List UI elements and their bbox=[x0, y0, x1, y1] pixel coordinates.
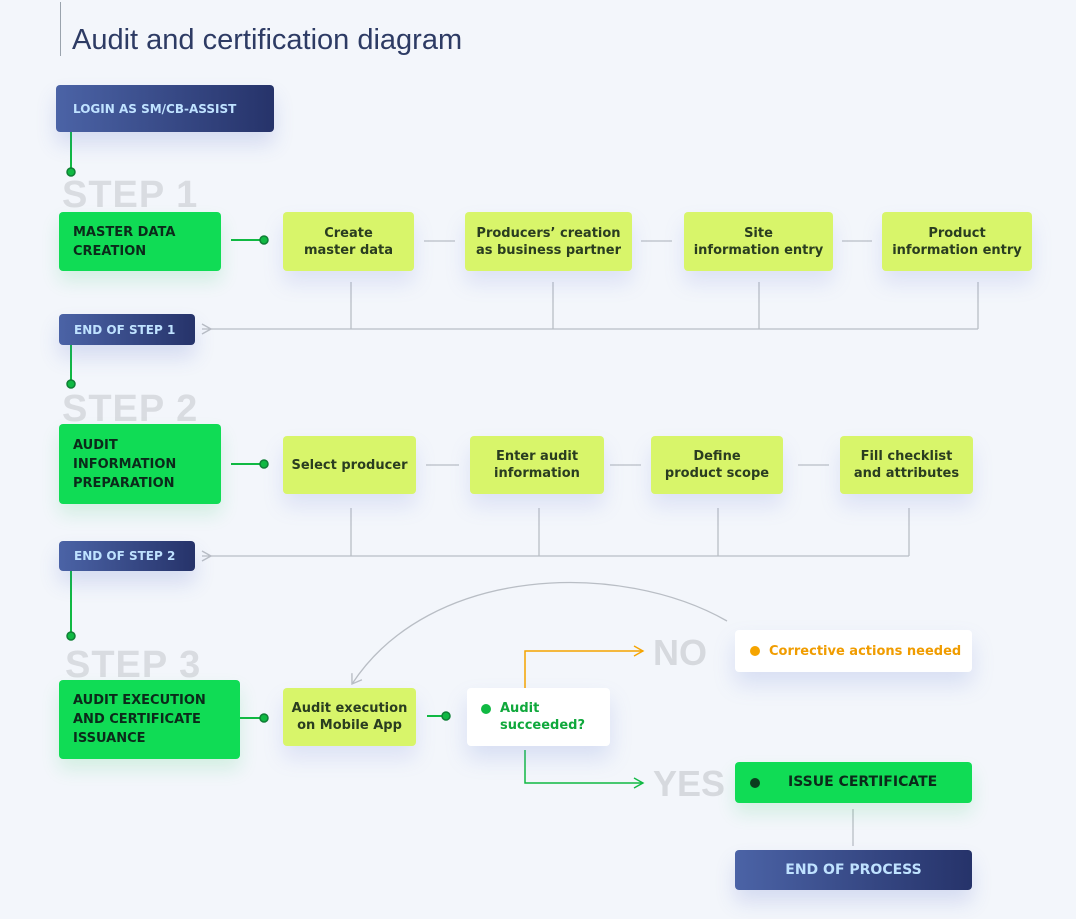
login-label: LOGIN AS SM/CB-ASSIST bbox=[73, 101, 237, 116]
issue-certificate-node: ISSUE CERTIFICATE bbox=[735, 762, 972, 803]
step3-name-line: AUDIT EXECUTION bbox=[73, 693, 206, 708]
task-line: Select producer bbox=[291, 457, 408, 473]
step3-label: STEP 3 bbox=[65, 644, 202, 686]
login-node: LOGIN AS SM/CB-ASSIST bbox=[56, 85, 274, 132]
step3-node: AUDIT EXECUTION AND CERTIFICATE ISSUANCE bbox=[59, 680, 240, 759]
connector-dot bbox=[66, 167, 76, 177]
issue-label: ISSUE CERTIFICATE bbox=[788, 774, 938, 790]
end-of-step2-label: END OF STEP 2 bbox=[74, 549, 176, 563]
task-line: information entry bbox=[693, 242, 824, 258]
step1-node: MASTER DATA CREATION bbox=[59, 212, 221, 271]
end-of-step1-node: END OF STEP 1 bbox=[59, 314, 195, 345]
no-label: NO bbox=[653, 632, 707, 673]
task-line: information entry bbox=[892, 242, 1022, 258]
connector-dot bbox=[66, 379, 76, 389]
decision-line: succeeded? bbox=[500, 718, 586, 733]
task-fill-checklist: Fill checklist and attributes bbox=[840, 436, 973, 494]
step1-label: STEP 1 bbox=[62, 174, 199, 216]
task-line: Audit execution bbox=[291, 701, 408, 716]
task-line: master data bbox=[303, 242, 394, 258]
decision-line: Audit bbox=[500, 701, 540, 716]
task-select-producer: Select producer bbox=[283, 436, 416, 494]
task-line: information bbox=[494, 466, 580, 481]
task-line: Enter audit bbox=[495, 449, 579, 464]
task-line: product scope bbox=[664, 466, 770, 481]
end-of-process-node: END OF PROCESS bbox=[735, 850, 972, 890]
step2-label: STEP 2 bbox=[62, 388, 199, 430]
task-define-product-scope: Define product scope bbox=[651, 436, 783, 494]
title-accent-bar bbox=[60, 2, 61, 56]
connector-dot bbox=[66, 631, 76, 641]
task-line: Define bbox=[693, 449, 741, 464]
page-title: Audit and certification diagram bbox=[72, 24, 463, 56]
step3-name-line: AND CERTIFICATE bbox=[73, 712, 201, 727]
step1-name-line: MASTER DATA bbox=[73, 224, 176, 240]
task-line: Fill checklist bbox=[860, 449, 953, 464]
task-line: Producers’ creation bbox=[476, 225, 621, 241]
corrective-actions-node: Corrective actions needed bbox=[735, 630, 972, 672]
step3-name-line: ISSUANCE bbox=[73, 731, 146, 746]
corrective-label: Corrective actions needed bbox=[769, 643, 962, 659]
task-line: on Mobile App bbox=[297, 718, 402, 733]
step2-name-line: PREPARATION bbox=[73, 475, 175, 491]
step2-node: AUDIT INFORMATION PREPARATION bbox=[59, 424, 221, 504]
step2-name-line: AUDIT bbox=[73, 437, 118, 453]
end-of-step1-label: END OF STEP 1 bbox=[74, 322, 176, 337]
task-line: as business partner bbox=[475, 242, 622, 258]
task-audit-execution: Audit execution on Mobile App bbox=[283, 688, 416, 746]
step2-name-line: INFORMATION bbox=[73, 456, 177, 472]
end-of-process-label: END OF PROCESS bbox=[785, 862, 922, 878]
task-line: Site bbox=[744, 225, 773, 241]
task-enter-audit-information: Enter audit information bbox=[470, 436, 604, 494]
decision-node: Audit succeeded? bbox=[467, 688, 610, 746]
task-line: and attributes bbox=[853, 466, 960, 481]
warning-dot-icon bbox=[750, 646, 760, 656]
decision-dot-icon bbox=[481, 704, 491, 714]
task-line: Create bbox=[324, 225, 373, 241]
step1-name-line: CREATION bbox=[73, 243, 147, 259]
yes-label: YES bbox=[653, 763, 726, 804]
task-line: Product bbox=[928, 225, 986, 241]
end-of-step2-node: END OF STEP 2 bbox=[59, 541, 195, 571]
issue-dot-icon bbox=[750, 777, 760, 788]
